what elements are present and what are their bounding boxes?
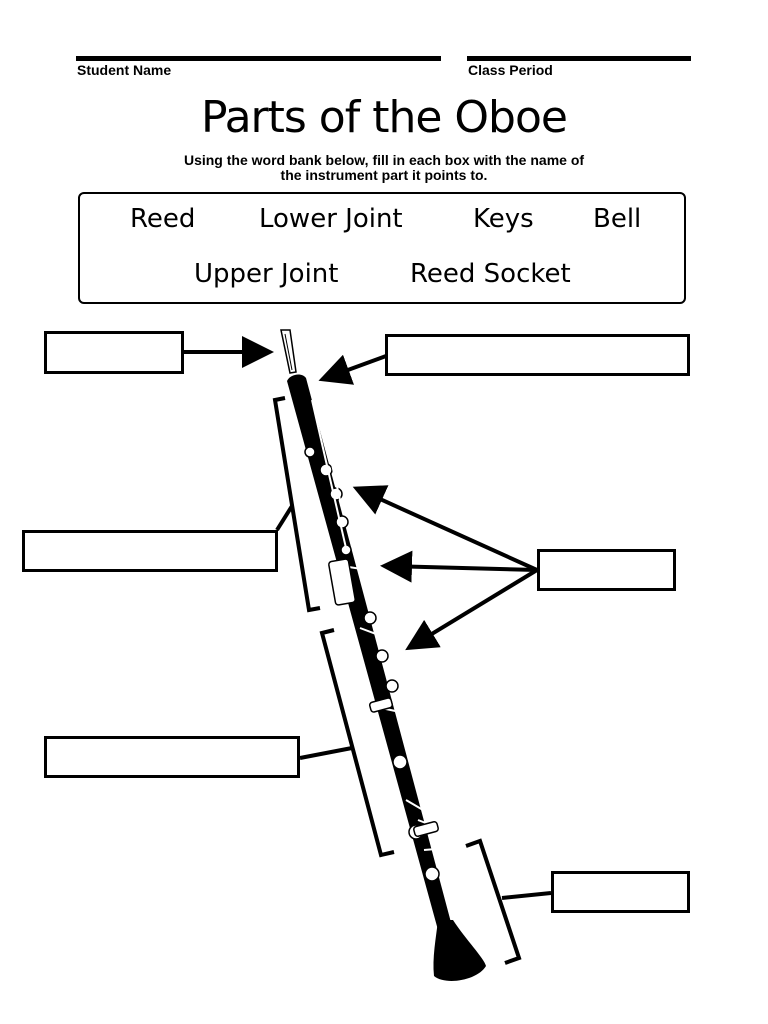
instructions-line-1: Using the word bank below, fill in each … — [183, 152, 585, 168]
oboe-body — [287, 374, 486, 981]
reed-socket-answer-box[interactable] — [385, 334, 690, 376]
reed-answer-box[interactable] — [44, 331, 184, 374]
word-bank-item: Bell — [593, 204, 642, 234]
label-arrows — [183, 336, 539, 651]
bell-bracket — [465, 838, 522, 965]
word-bank-item: Lower Joint — [259, 204, 403, 234]
word-bank: Reed Lower Joint Keys Bell Upper Joint R… — [78, 192, 686, 304]
lower-joint-bracket — [319, 628, 395, 858]
word-bank-item: Reed Socket — [410, 259, 571, 289]
class-period-line — [467, 56, 691, 61]
instructions: Using the word bank below, fill in each … — [134, 153, 634, 183]
oboe-reed — [280, 329, 297, 374]
class-period-label: Class Period — [468, 62, 553, 78]
word-bank-item: Keys — [473, 204, 534, 234]
lower-joint-answer-box[interactable] — [44, 736, 300, 778]
upper-joint-connector — [275, 504, 294, 532]
upper-joint-bracket — [272, 396, 321, 613]
reed-socket-arrow — [318, 354, 387, 385]
keys-answer-box[interactable] — [537, 549, 676, 591]
instructions-line-2: the instrument part it points to. — [280, 167, 488, 183]
lower-joint-connector — [299, 746, 353, 760]
keys-arrow-3 — [405, 568, 539, 651]
word-bank-item: Upper Joint — [194, 259, 339, 289]
student-name-label: Student Name — [77, 62, 172, 78]
upper-joint-answer-box[interactable] — [22, 530, 278, 572]
part-brackets — [272, 396, 552, 965]
keys-arrow-2 — [380, 550, 538, 583]
word-bank-item: Reed — [130, 204, 196, 234]
bell-answer-box[interactable] — [551, 871, 690, 913]
bell-connector — [501, 891, 552, 900]
keys-arrow-1 — [352, 485, 538, 572]
student-name-line — [76, 56, 441, 61]
page-title: Parts of the Oboe — [201, 92, 568, 143]
